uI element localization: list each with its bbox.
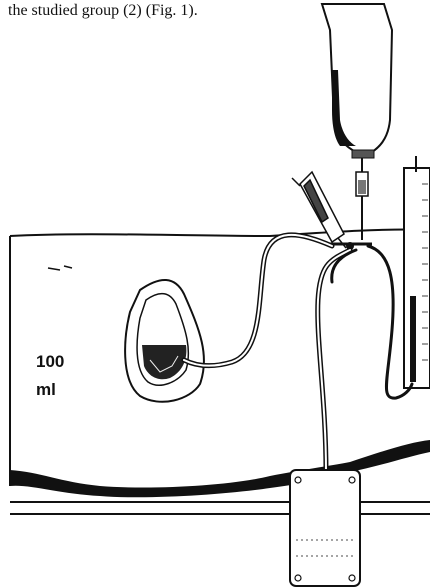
- table-surface: [10, 502, 430, 514]
- volume-value-label: 100: [36, 353, 64, 370]
- abdominal-cavity: [125, 280, 204, 402]
- iv-bottle: [322, 4, 392, 240]
- manometer: [404, 156, 430, 388]
- tubing: [184, 235, 412, 472]
- drainage-bag: [290, 470, 360, 586]
- volume-unit-label: ml: [36, 381, 56, 398]
